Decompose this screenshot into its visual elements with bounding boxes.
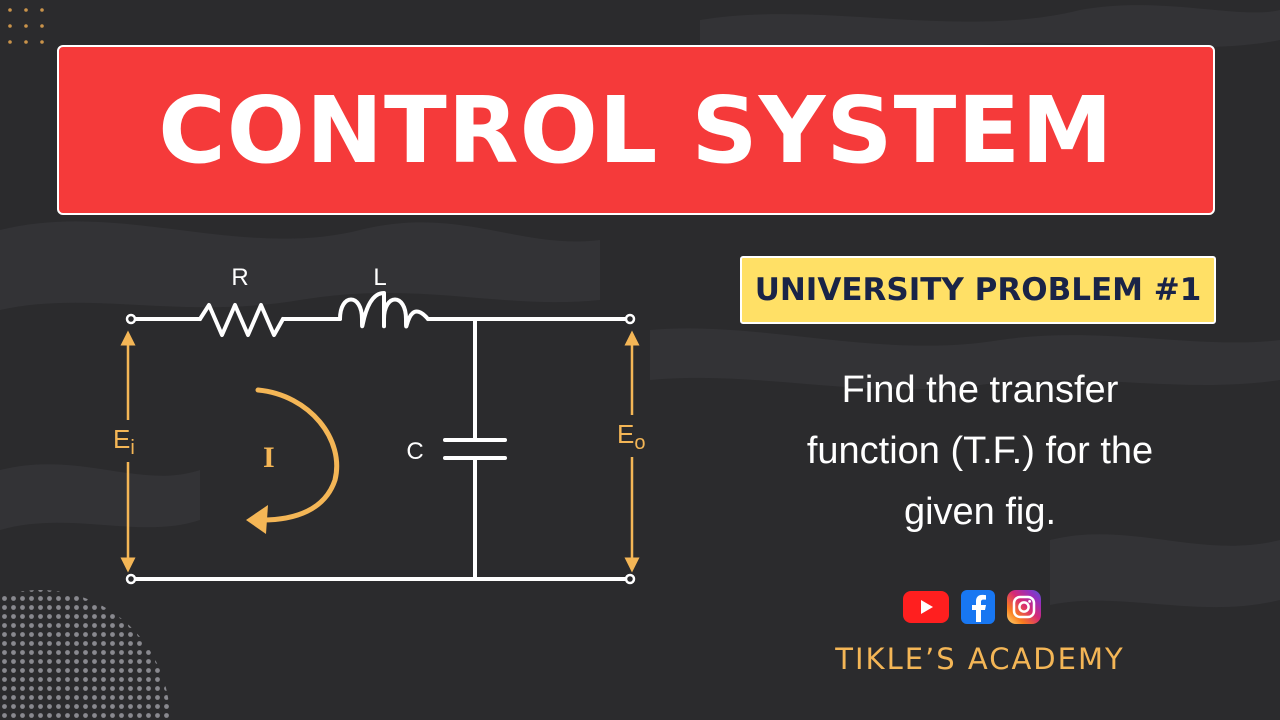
terminal-bottom-right <box>624 573 636 585</box>
problem-badge: UNIVERSITY PROBLEM #1 <box>740 256 1216 324</box>
problem-question: Find the transfer function (T.F.) for th… <box>760 360 1200 543</box>
brand-name: TIKLE’S ACADEMY <box>835 642 1125 676</box>
terminal-bottom-left <box>125 573 137 585</box>
question-line: Find the transfer <box>841 369 1119 411</box>
output-voltage-label: Eo <box>617 419 645 454</box>
social-links <box>903 590 1049 624</box>
terminal-top-right <box>624 313 636 325</box>
facebook-icon[interactable] <box>961 590 995 624</box>
current-label: I <box>263 441 275 474</box>
inductor-symbol <box>338 291 430 329</box>
youtube-icon[interactable] <box>903 591 949 623</box>
problem-badge-text: UNIVERSITY PROBLEM #1 <box>754 272 1202 308</box>
input-voltage-label: Ei <box>113 424 135 459</box>
capacitor-label: C <box>406 438 423 465</box>
question-line: function (T.F.) for the <box>806 430 1154 472</box>
title-banner: CONTROL SYSTEM <box>57 45 1215 215</box>
page-title: CONTROL SYSTEM <box>158 76 1114 184</box>
current-arrowhead <box>246 505 268 534</box>
instagram-icon[interactable] <box>1007 590 1041 624</box>
resistor-symbol <box>198 303 285 337</box>
question-line: given fig. <box>903 491 1057 533</box>
terminal-top-left <box>125 313 137 325</box>
inductor-label: L <box>373 264 386 291</box>
resistor-label: R <box>231 264 248 291</box>
dot-grid-decoration <box>8 8 44 44</box>
current-direction-arrow <box>255 387 340 523</box>
